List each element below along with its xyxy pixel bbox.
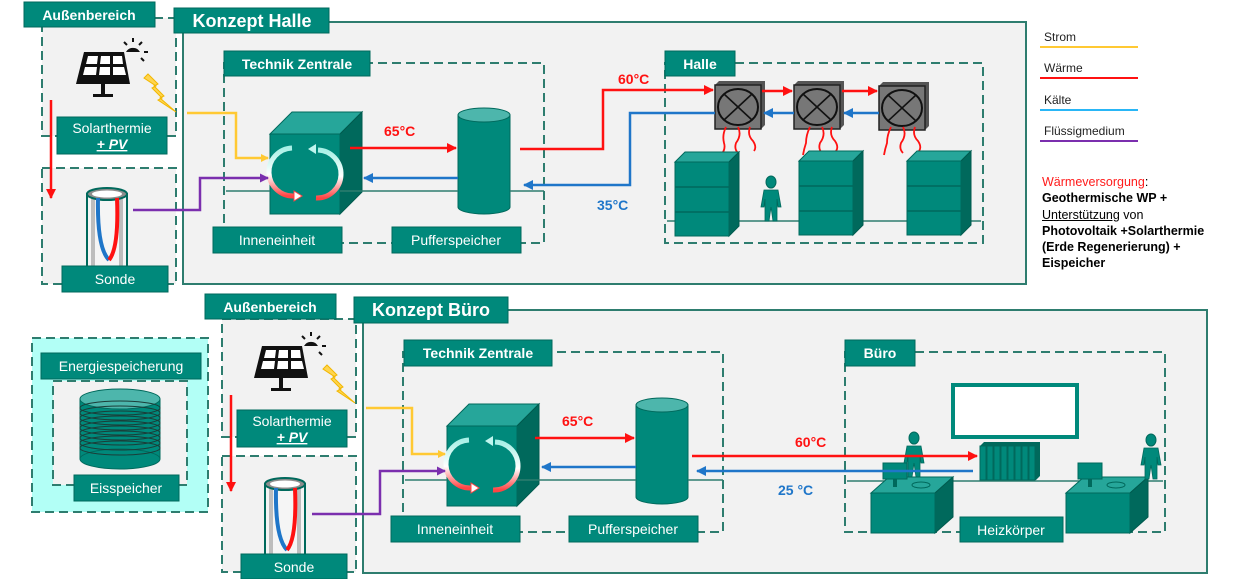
halle-technik-area — [223, 62, 545, 244]
legend-label: Strom — [1044, 30, 1077, 44]
notes-heading: Wärmeversorgung — [1042, 175, 1145, 189]
kaelte-line — [523, 111, 715, 190]
notes-line: von — [1119, 207, 1144, 222]
legend-item-waerme: Wärme — [1040, 61, 1138, 79]
buero-heizkoerper-label: Heizkörper — [977, 522, 1045, 538]
buero-technik-area — [402, 351, 724, 533]
notes-line: Eispeicher — [1042, 256, 1106, 271]
energy-storage: Energiespeicherung Eisspeicher — [31, 337, 209, 513]
heat-waves — [720, 126, 922, 156]
legend-swatch — [1040, 109, 1138, 111]
buero-pv-label: + PV — [277, 429, 309, 445]
notes-line: Geothermische WP + — [1042, 191, 1168, 206]
buero-solar-label: Solarthermie — [252, 413, 332, 429]
legend-swatch — [1040, 77, 1138, 79]
legend-item-kaelte: Kälte — [1040, 93, 1138, 111]
server-rack-icon — [674, 151, 740, 237]
fluessigmedium-line — [312, 466, 446, 516]
halle-temp-return-zone: 35°C — [597, 197, 628, 213]
buero-puffer-label: Pufferspeicher — [588, 521, 678, 537]
server-rack-icon — [798, 150, 864, 236]
halle-zone-area — [664, 62, 984, 244]
halle-technik-title: Technik Zentrale — [242, 56, 352, 72]
buero-temp-return-zone: 25 °C — [778, 482, 813, 498]
buffer-tank-icon — [635, 397, 689, 505]
notes-colon: : — [1144, 175, 1149, 189]
buero-concept-title: Konzept Büro — [372, 300, 490, 320]
heat-supply-notes: Wärmeversorgung: Geothermische WP + Unte… — [1042, 174, 1252, 272]
fan-coil-icon — [714, 80, 766, 130]
buero-temp-supply-tz: 65°C — [562, 413, 593, 429]
heat-pump-icon — [269, 112, 362, 214]
halle-inneneinheit-label: Inneneinheit — [239, 232, 315, 248]
ice-storage-icon — [79, 388, 161, 470]
buero-temp-supply-zone: 60°C — [795, 434, 826, 450]
legend-swatch — [1040, 46, 1138, 48]
legend-item-fluessigmedium: Flüssigmedium — [1040, 124, 1138, 142]
waerme-line — [520, 85, 714, 151]
radiator-icon — [979, 441, 1041, 481]
halle-temp-supply-zone: 60°C — [618, 71, 649, 87]
halle-outdoor-title: Außenbereich — [42, 7, 135, 23]
notes-line: (Erde Regenerierung) + — [1042, 240, 1181, 255]
strom-line — [366, 406, 446, 458]
halle-zone-title: Halle — [683, 56, 717, 72]
notes-underlined: Unterstützung — [1042, 207, 1120, 222]
server-rack-icon — [906, 150, 972, 236]
storage-title: Energiespeicherung — [59, 358, 184, 374]
legend-label: Flüssigmedium — [1044, 124, 1125, 138]
eisspeicher-label: Eisspeicher — [90, 480, 163, 496]
halle-puffer-label: Pufferspeicher — [411, 232, 501, 248]
strom-line — [187, 111, 269, 162]
buero-technik-title: Technik Zentrale — [423, 345, 533, 361]
buero-sonde-label: Sonde — [274, 559, 315, 575]
whiteboard-icon — [951, 383, 1079, 439]
legend-item-strom: Strom — [1040, 30, 1138, 48]
fan-coil-icon — [878, 81, 930, 131]
buero-outdoor-title: Außenbereich — [223, 299, 316, 315]
halle-sonde-label: Sonde — [95, 271, 136, 287]
heat-pump-icon — [446, 404, 539, 506]
buffer-tank-icon — [457, 107, 511, 215]
legend-label: Wärme — [1044, 61, 1083, 75]
buero-inneneinheit-label: Inneneinheit — [417, 521, 493, 537]
buero-concept: Außenbereich Konzept Büro Technik Zentra… — [204, 293, 1208, 579]
fluessigmedium-line — [133, 173, 269, 212]
halle-solar-label: Solarthermie — [72, 120, 152, 136]
halle-concept: Außenbereich Konzept Halle Technik Zentr… — [23, 1, 1027, 293]
halle-pv-label: + PV — [97, 136, 129, 152]
notes-line: Photovoltaik +Solarthermie — [1042, 223, 1205, 238]
fan-coil-icon — [793, 80, 845, 130]
halle-concept-title: Konzept Halle — [192, 11, 311, 31]
buero-zone-title: Büro — [864, 345, 897, 361]
halle-temp-supply-tz: 65°C — [384, 123, 415, 139]
legend-label: Kälte — [1044, 93, 1072, 107]
legend-swatch — [1040, 140, 1138, 142]
